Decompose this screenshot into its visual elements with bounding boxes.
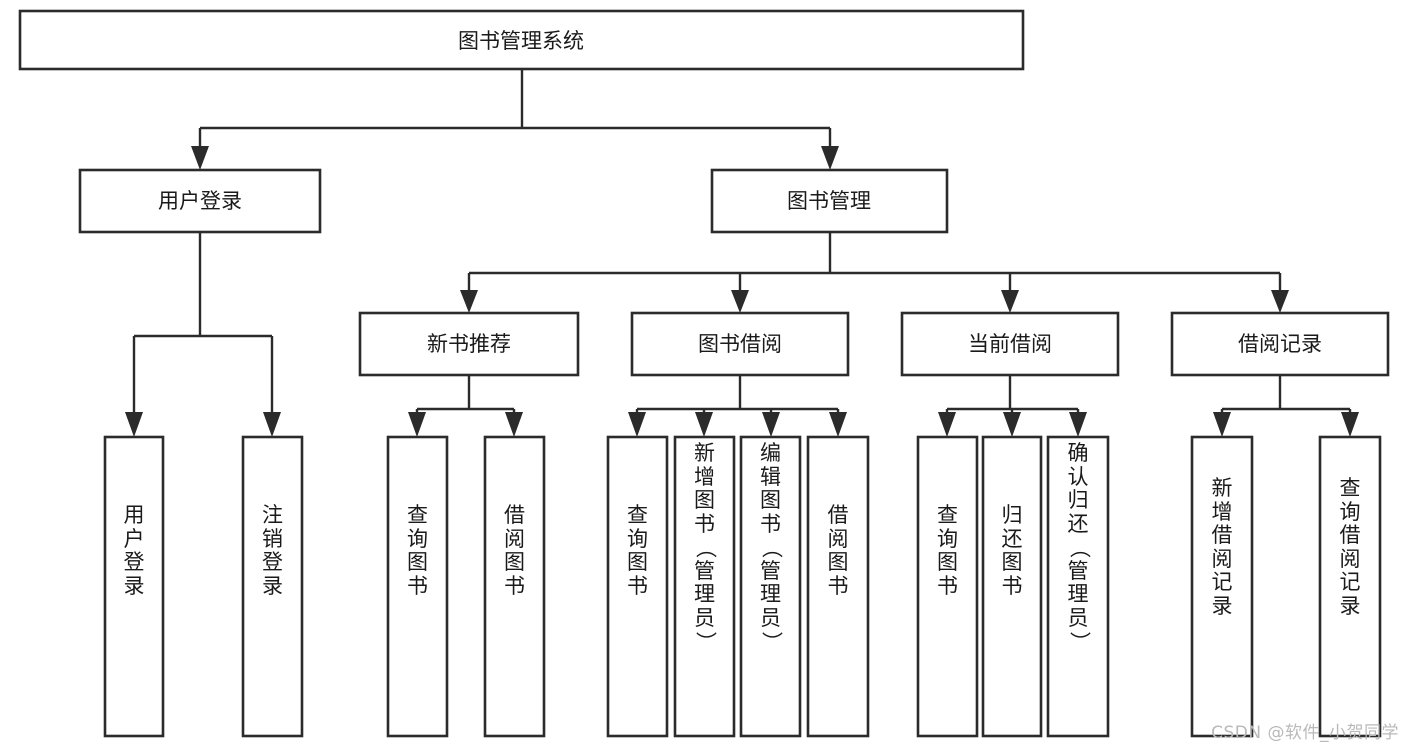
arrow-borrow-leaf-3 <box>762 412 780 437</box>
node-leaf-borrow-book-newbook[interactable] <box>483 435 546 738</box>
node-leaf-query-book-newbook[interactable] <box>386 435 449 738</box>
arrow-borrow-leaf-2 <box>695 412 713 437</box>
node-borrow-record[interactable] <box>1170 311 1390 377</box>
node-leaf-add-book-admin[interactable] <box>673 435 736 738</box>
node-book-management[interactable] <box>710 168 949 234</box>
node-user-login[interactable] <box>78 168 322 234</box>
arrow-current-leaf-1 <box>938 412 956 437</box>
node-root-title[interactable] <box>18 9 1025 71</box>
arrow-to-current-borrow <box>1001 290 1019 313</box>
watermark-text: CSDN @软件_小贺同学 <box>1211 723 1399 743</box>
node-user-login-label: 用户登录 <box>158 189 242 213</box>
node-current-borrow[interactable] <box>900 311 1120 377</box>
node-leaf-add-borrow-record[interactable] <box>1190 435 1254 738</box>
arrow-borrow-leaf-1 <box>628 412 646 437</box>
arrow-current-leaf-3 <box>1069 412 1087 437</box>
arrow-current-leaf-2 <box>1003 412 1021 437</box>
node-leaf-query-book-current[interactable] <box>916 435 979 738</box>
node-layer: 图书管理系统 用户登录 图书管理 新书推荐 图书借阅 当前借阅 借阅记录 <box>18 9 1390 738</box>
node-leaf-logout-login[interactable] <box>241 435 304 738</box>
node-current-borrow-label: 当前借阅 <box>968 332 1052 356</box>
arrow-to-book-borrow <box>731 290 749 313</box>
node-new-book-recommend[interactable] <box>358 311 580 377</box>
node-new-book-recommend-label: 新书推荐 <box>427 332 511 356</box>
arrow-to-borrow-record <box>1271 290 1289 313</box>
arrow-to-book-mgmt <box>821 146 839 170</box>
node-book-borrow[interactable] <box>630 311 850 377</box>
arrow-to-user-login <box>191 146 209 170</box>
arrow-record-leaf-2 <box>1341 412 1359 437</box>
node-leaf-edit-book-admin[interactable] <box>739 435 802 738</box>
node-root-title-label: 图书管理系统 <box>458 29 584 53</box>
connector-layer <box>125 69 1359 437</box>
node-leaf-borrow-book[interactable] <box>806 435 870 738</box>
arrow-record-leaf-1 <box>1213 412 1231 437</box>
node-leaf-query-borrow-record[interactable] <box>1318 435 1382 738</box>
node-book-borrow-label: 图书借阅 <box>698 332 782 356</box>
node-leaf-query-book-borrow[interactable] <box>606 435 669 738</box>
node-book-management-label: 图书管理 <box>787 189 871 213</box>
arrow-borrow-leaf-4 <box>829 412 847 437</box>
arrow-to-new-book-recommend <box>460 290 478 313</box>
node-borrow-record-label: 借阅记录 <box>1238 332 1322 356</box>
arrow-user-login-leaf-1 <box>125 412 143 437</box>
arrow-new-book-leaf-2 <box>505 412 523 437</box>
arrow-user-login-leaf-2 <box>263 412 281 437</box>
arrow-new-book-leaf-1 <box>408 412 426 437</box>
node-leaf-return-book[interactable] <box>981 435 1043 738</box>
node-leaf-confirm-return-admin[interactable] <box>1046 435 1110 738</box>
node-leaf-user-login[interactable] <box>103 435 165 738</box>
